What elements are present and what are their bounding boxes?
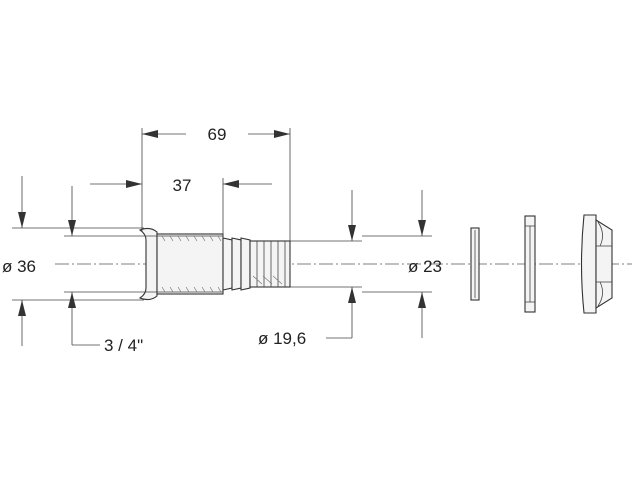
dim-overall-length	[141, 128, 291, 241]
flange-diameter-label: ø 36	[2, 257, 36, 276]
dim-thread-length	[90, 178, 272, 238]
thread-length-label: 37	[173, 176, 192, 195]
overall-length-label: 69	[208, 125, 227, 144]
dim-thread-size	[64, 186, 157, 346]
dim-bore-diameter	[290, 190, 362, 339]
thru-hull-fitting	[138, 227, 291, 301]
nut-diameter-label: ø 23	[408, 257, 442, 276]
dim-flange-diameter	[12, 176, 144, 346]
flat-washer	[470, 227, 480, 301]
lock-washer	[524, 215, 536, 313]
thread-size-label: 3 / 4"	[104, 336, 143, 355]
dim-nut-diameter	[362, 190, 432, 338]
hex-nut	[580, 214, 613, 314]
bore-diameter-label: ø 19,6	[258, 329, 306, 348]
